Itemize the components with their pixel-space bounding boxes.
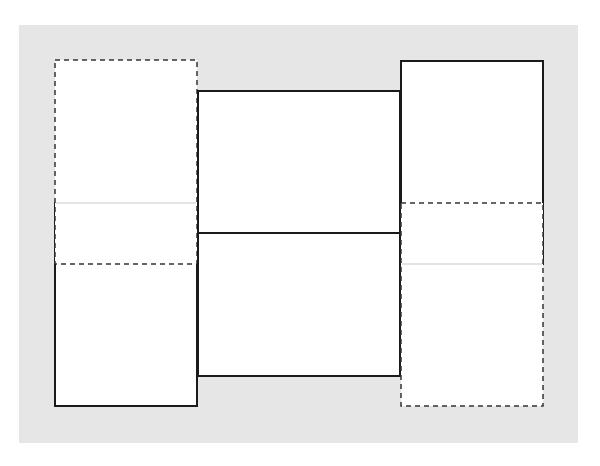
center-panel-bottom [197, 232, 401, 377]
left-panel-upper-dashed [54, 59, 198, 265]
right-panel-lower-dashed [400, 202, 544, 407]
center-panel-top [197, 90, 401, 234]
